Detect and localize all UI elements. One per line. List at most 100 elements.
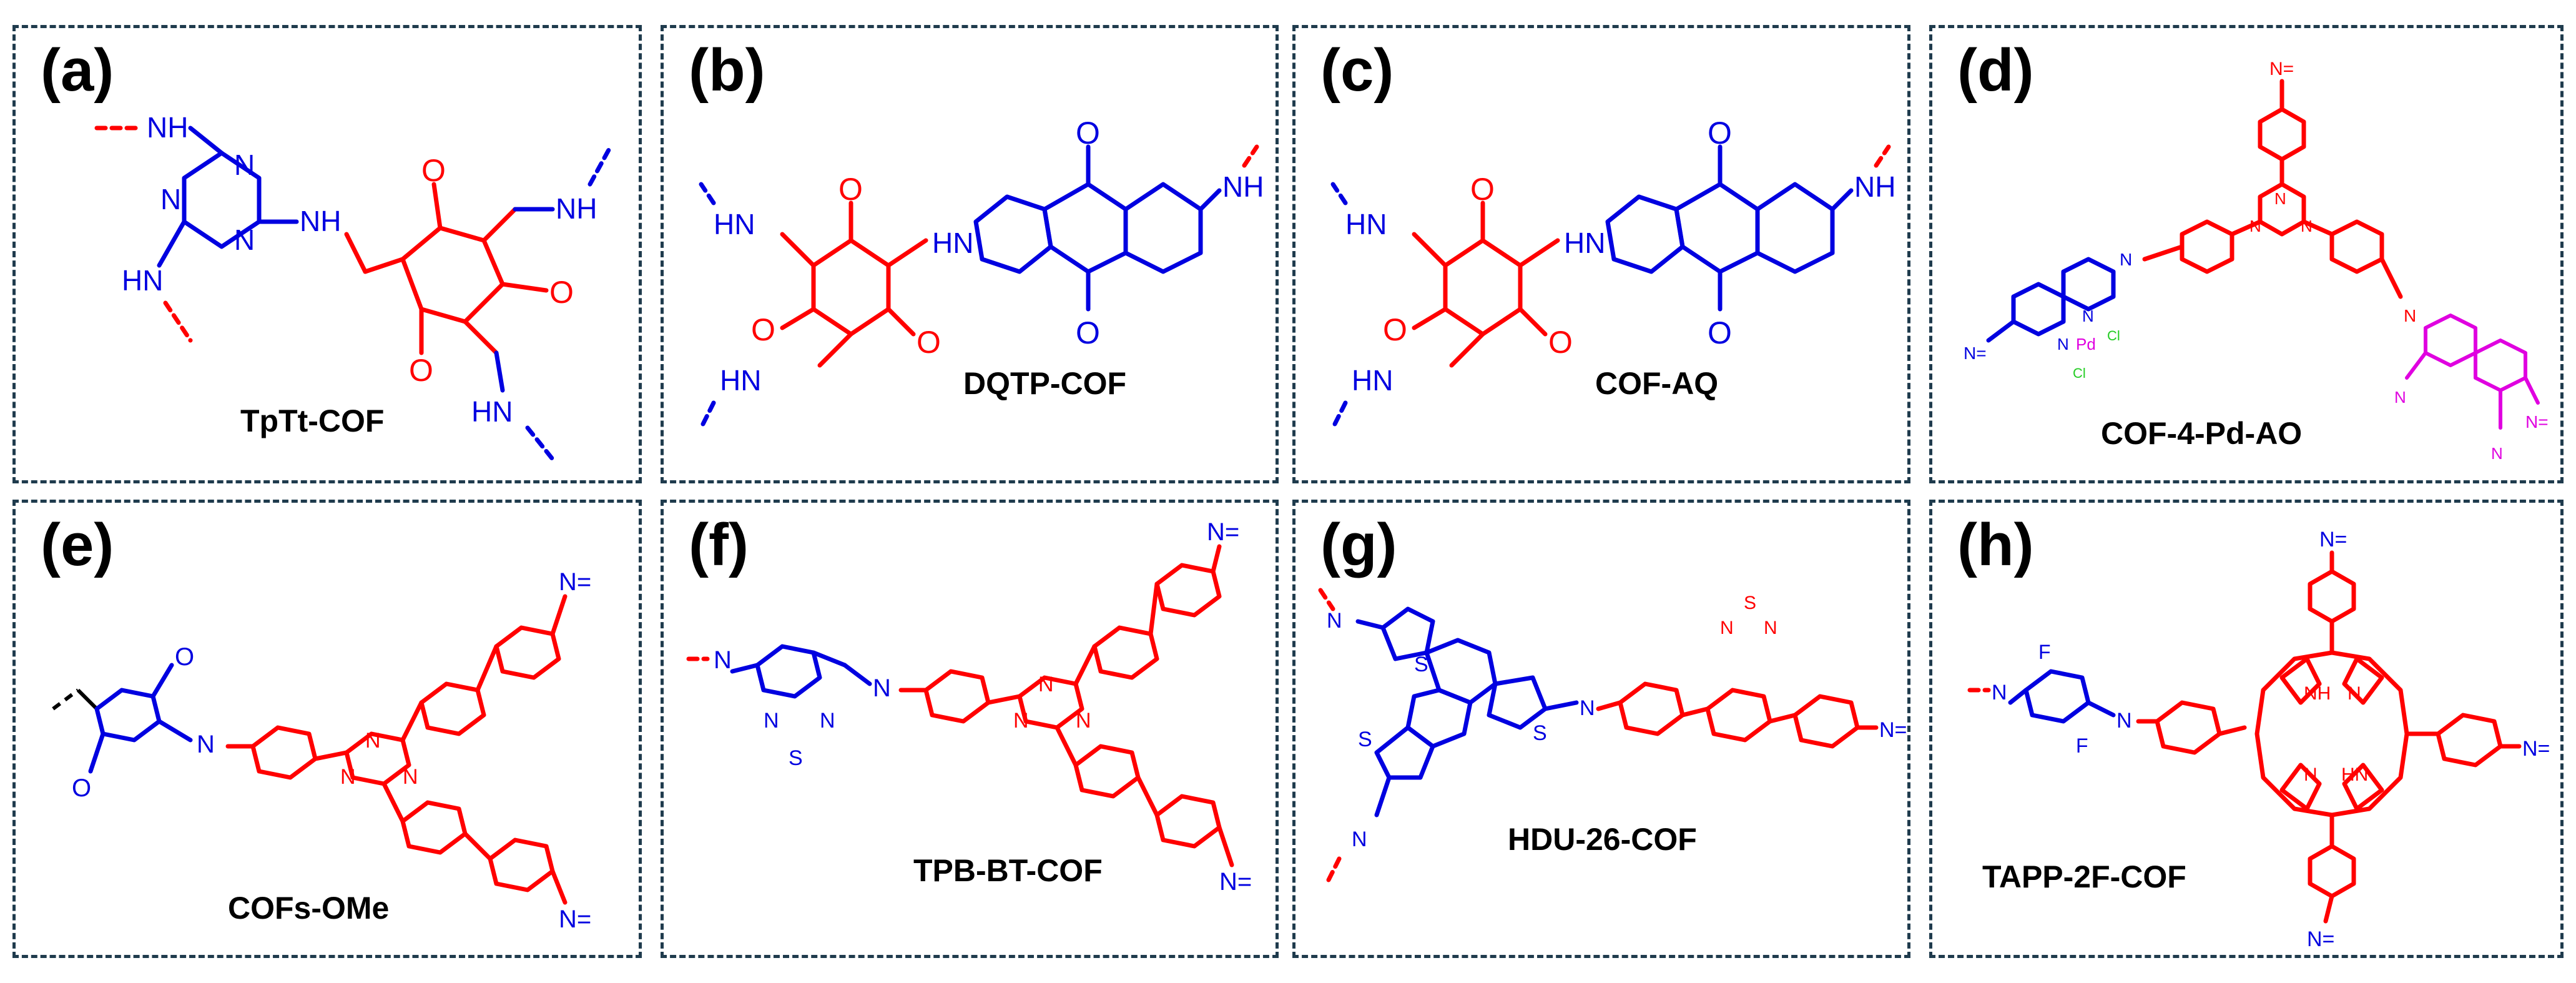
atom-n: N bbox=[1013, 709, 1029, 733]
panel-h: (h) N F F N NH N N HN N= N= N= TAPP-2F bbox=[1929, 500, 2564, 958]
panel-name: COF-AQ bbox=[1595, 366, 1719, 401]
atom-imine: N= bbox=[1219, 868, 1252, 896]
atom-o: O bbox=[1076, 315, 1100, 350]
structure-tpb-bt-cof: N N N S N N N N N= N= bbox=[686, 518, 1252, 896]
atom-n: N bbox=[1038, 673, 1054, 696]
structure-hdu-26-cof: N S S S N N N N S N= bbox=[1318, 588, 1907, 886]
atom-imine: N= bbox=[1207, 518, 1239, 546]
structure-cof-4-pd-ao: N= N N N N N N N Pd Cl Cl N= N N= N bbox=[1964, 59, 2549, 463]
atom-n: N bbox=[2274, 189, 2286, 208]
panel-name: HDU-26-COF bbox=[1508, 822, 1697, 857]
atom-o: O bbox=[1548, 325, 1573, 360]
atom-hn: HN bbox=[714, 208, 755, 240]
atom-hn: HN bbox=[122, 264, 163, 297]
atom-imine: N= bbox=[2307, 927, 2334, 951]
atom-o: O bbox=[1076, 116, 1100, 151]
atom-n: N bbox=[1352, 827, 1367, 851]
panel-c: (c) O O O HN HN HN O O NH COF-AQ bbox=[1292, 25, 1910, 483]
atom-nh: NH bbox=[2304, 683, 2331, 704]
panel-f: (f) N N N S N N N N N= N= TPB-BT-COF bbox=[661, 500, 1279, 958]
atom-cl: Cl bbox=[2073, 365, 2086, 381]
atom-pd: Pd bbox=[2076, 335, 2096, 353]
atom-s: S bbox=[1533, 721, 1547, 745]
panel-name: COFs-OMe bbox=[228, 891, 390, 926]
panel-letter: (c) bbox=[1320, 37, 1394, 104]
panel-letter: (h) bbox=[1957, 511, 2034, 578]
atom-s: S bbox=[1358, 728, 1372, 751]
atom-n: N bbox=[2082, 307, 2094, 325]
structure-cof-aq: O O O HN HN HN O O NH bbox=[1330, 116, 1895, 430]
atom-n: N bbox=[160, 183, 181, 215]
atom-n: N bbox=[1764, 618, 1777, 638]
atom-cl: Cl bbox=[2107, 328, 2120, 343]
atom-imine: N= bbox=[1879, 718, 1907, 742]
structure-tptt-cof: N N N NH HN NH O O O NH HN bbox=[94, 111, 611, 462]
atom-n: N bbox=[820, 709, 835, 733]
atom-n: N bbox=[365, 729, 381, 753]
atom-nh: NH bbox=[300, 205, 341, 237]
panel-name: TPB-BT-COF bbox=[913, 853, 1103, 888]
panel-letter: (f) bbox=[689, 511, 749, 578]
atom-o: O bbox=[1470, 172, 1495, 207]
atom-o: O bbox=[72, 774, 91, 802]
atom-n: N bbox=[1992, 681, 2007, 704]
atom-f: F bbox=[2076, 734, 2088, 757]
atom-n: N bbox=[197, 731, 215, 758]
atom-nh: NH bbox=[1854, 170, 1895, 203]
panel-letter: (b) bbox=[689, 37, 765, 104]
atom-o: O bbox=[175, 643, 194, 671]
structure-dqtp-cof: O O O HN HN HN O O NH bbox=[699, 116, 1264, 430]
panel-name: DQTP-COF bbox=[963, 366, 1127, 401]
panel-g: (g) N S S S N N N N S N= HDU-26-COF bbox=[1292, 500, 1910, 958]
atom-imine: N= bbox=[2319, 528, 2347, 551]
atom-hn: HN bbox=[720, 364, 761, 397]
atom-n: N bbox=[764, 709, 779, 733]
atom-imine: N= bbox=[559, 906, 591, 933]
panel-e: (e) O O N N N N N= N= COFs-OMe bbox=[12, 500, 642, 958]
atom-n: N bbox=[2057, 335, 2069, 353]
atom-o: O bbox=[751, 312, 775, 347]
atom-nh: NH bbox=[1222, 170, 1264, 203]
atom-o: O bbox=[409, 353, 433, 388]
panel-letter: (a) bbox=[41, 37, 114, 104]
panel-d: (d) N= N N N N N N N Pd Cl Cl N= N N bbox=[1929, 25, 2564, 483]
atom-n: N bbox=[340, 765, 356, 789]
panel-name: TpTt-COF bbox=[240, 403, 385, 438]
atom-f: F bbox=[2038, 641, 2051, 663]
atom-o: O bbox=[549, 275, 574, 310]
atom-n: N bbox=[1076, 709, 1091, 733]
atom-n: N bbox=[2491, 444, 2503, 463]
atom-nh: NH bbox=[556, 192, 597, 225]
panel-letter: (e) bbox=[41, 511, 114, 578]
atom-n: N bbox=[2394, 388, 2406, 407]
atom-n: N bbox=[714, 646, 732, 674]
panel-name: TAPP-2F-COF bbox=[1982, 859, 2186, 894]
atom-n: N bbox=[1327, 609, 1342, 633]
atom-n: N bbox=[873, 674, 891, 702]
atom-o: O bbox=[1708, 315, 1732, 350]
atom-nh: NH bbox=[147, 111, 188, 144]
atom-s: S bbox=[789, 746, 803, 770]
atom-hn: HN bbox=[1345, 208, 1387, 240]
structure-tapp-2f-cof: N F F N NH N N HN N= N= N= bbox=[1967, 528, 2550, 951]
atom-imine: N= bbox=[2525, 412, 2549, 432]
atom-hn: HN bbox=[932, 227, 973, 259]
atom-hn: HN bbox=[2341, 764, 2368, 785]
atom-n: N bbox=[1720, 618, 1734, 638]
atom-hn: HN bbox=[1564, 227, 1605, 259]
atom-n: N bbox=[2116, 709, 2132, 733]
atom-n: N bbox=[2404, 306, 2416, 325]
panel-b: (b) O O O HN HN HN O O NH DQTP-COF bbox=[661, 25, 1279, 483]
atom-imine: N= bbox=[559, 568, 591, 596]
atom-hn: HN bbox=[1352, 364, 1393, 397]
panel-name: COF-4-Pd-AO bbox=[2101, 416, 2303, 451]
atom-n: N bbox=[403, 765, 418, 789]
atom-s: S bbox=[1414, 653, 1428, 676]
atom-hn: HN bbox=[471, 395, 513, 428]
atom-n: N bbox=[1580, 696, 1595, 720]
structure-cofs-ome: O O N N N N N= N= bbox=[52, 568, 591, 933]
atom-n: N bbox=[234, 224, 255, 256]
atom-o: O bbox=[1708, 116, 1732, 151]
panel-letter: (g) bbox=[1320, 511, 1397, 578]
atom-n: N bbox=[234, 149, 255, 181]
